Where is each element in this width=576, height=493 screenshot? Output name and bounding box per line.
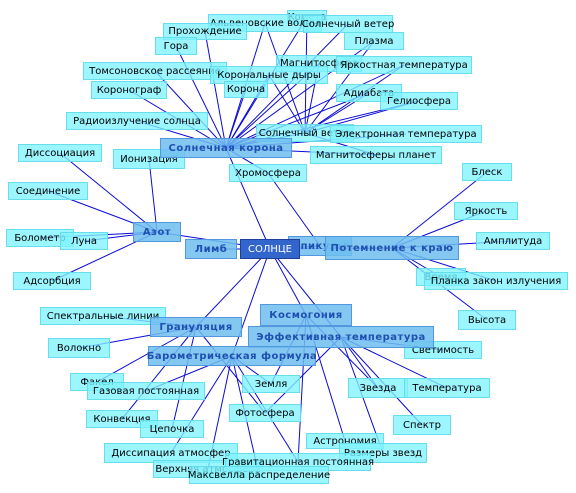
- root-node-sun[interactable]: СОЛНЦЕ: [240, 239, 300, 259]
- edge-h-nitrogen-n-dissoc: [59, 152, 158, 233]
- edge-h-corona-n-passage: [204, 31, 227, 149]
- node-compound[interactable]: Соединение: [8, 182, 88, 200]
- hub-cosmogony[interactable]: Космогония: [260, 304, 352, 326]
- node-gas-constant[interactable]: Газовая постоянная: [87, 382, 205, 400]
- hub-solar-corona[interactable]: Солнечная корона: [160, 138, 292, 158]
- node-passage[interactable]: Прохождение: [163, 23, 247, 40]
- edge-h-nitrogen-n-ionization: [148, 158, 158, 233]
- hub-limb-darkening[interactable]: Потемнение к краю: [325, 236, 459, 260]
- hub-effective-temperature[interactable]: Эффективная температура: [248, 326, 434, 348]
- node-mountain[interactable]: Гора: [155, 37, 197, 55]
- edge-n-root-h-baro: [231, 248, 271, 357]
- edge-h-corona-n-solarwind: [225, 23, 349, 149]
- edge-h-corona-n-brighttemp: [225, 64, 405, 149]
- node-adsorption[interactable]: Адсорбция: [13, 272, 91, 290]
- node-spectrum[interactable]: Спектр: [393, 415, 451, 435]
- node-solar-wind[interactable]: Солнечный ветер: [256, 124, 354, 142]
- hub-limb[interactable]: Лимб: [185, 239, 237, 259]
- node-thomson-scattering[interactable]: Томсоновское рассеяние: [83, 62, 227, 80]
- edge-h-granulation-n-chain: [171, 326, 197, 430]
- edge-h-baro-n-atmdiss: [170, 355, 233, 454]
- node-fiber[interactable]: Волокно: [48, 338, 110, 358]
- node-amplitude[interactable]: Амплитуда: [476, 232, 550, 250]
- node-brightness-temperature[interactable]: Яркостная температура: [336, 56, 472, 74]
- node-chain[interactable]: Цепочка: [140, 420, 204, 438]
- node-spectral-lines[interactable]: Спектральные линии: [40, 307, 166, 325]
- node-moon[interactable]: Луна: [60, 232, 108, 250]
- node-coronagraph[interactable]: Коронограф: [91, 81, 167, 99]
- hub-granulation[interactable]: Грануляция: [150, 317, 242, 337]
- node-earth[interactable]: Земля: [242, 375, 300, 393]
- node-chromosphere[interactable]: Хромосфера: [229, 164, 307, 182]
- edge-h-spicule-n-chromo: [267, 172, 321, 247]
- edge-n-solarwind2-n-coronalholes: [268, 74, 306, 134]
- node-height[interactable]: Высота: [458, 310, 516, 330]
- node-brightness[interactable]: Яркость: [454, 202, 518, 220]
- node-electron-temperature[interactable]: Электронная температура: [330, 125, 482, 143]
- edge-h-granulation-n-photosphere: [195, 326, 266, 414]
- node-dissociation[interactable]: Диссоциация: [18, 144, 102, 162]
- node-photosphere[interactable]: Фотосфера: [229, 404, 301, 422]
- node-bolometer[interactable]: Болометр: [6, 229, 74, 247]
- node-corona[interactable]: Корона: [224, 81, 268, 98]
- edge-h-limbdark-n-shine: [391, 171, 488, 249]
- node-solar-wind-top[interactable]: Солнечный ветер: [302, 15, 394, 33]
- node-maxwell-distribution[interactable]: Максвелла распределение: [188, 466, 330, 484]
- edge-n-root-h-granulation: [195, 248, 271, 328]
- node-solar-radio-emission[interactable]: Радиоизлучение солнца: [66, 112, 208, 130]
- hub-barometric-formula[interactable]: Барометрическая формула: [147, 346, 317, 366]
- node-shine[interactable]: Блеск: [462, 163, 512, 181]
- node-heliosphere[interactable]: Гелиосфера: [380, 92, 458, 110]
- node-plasma[interactable]: Плазма: [344, 32, 404, 50]
- node-star[interactable]: Звезда: [348, 378, 408, 398]
- node-planet-magnetospheres[interactable]: Магнитосферы планет: [310, 146, 442, 164]
- edge-h-granulation-n-convection: [121, 326, 197, 420]
- node-temperature[interactable]: Температура: [404, 378, 490, 398]
- node-planck-radiation-law[interactable]: Планка закон излучения: [424, 272, 568, 290]
- node-coronal-holes[interactable]: Корональные дыры: [210, 66, 328, 84]
- hub-nitrogen[interactable]: Азот: [133, 222, 181, 242]
